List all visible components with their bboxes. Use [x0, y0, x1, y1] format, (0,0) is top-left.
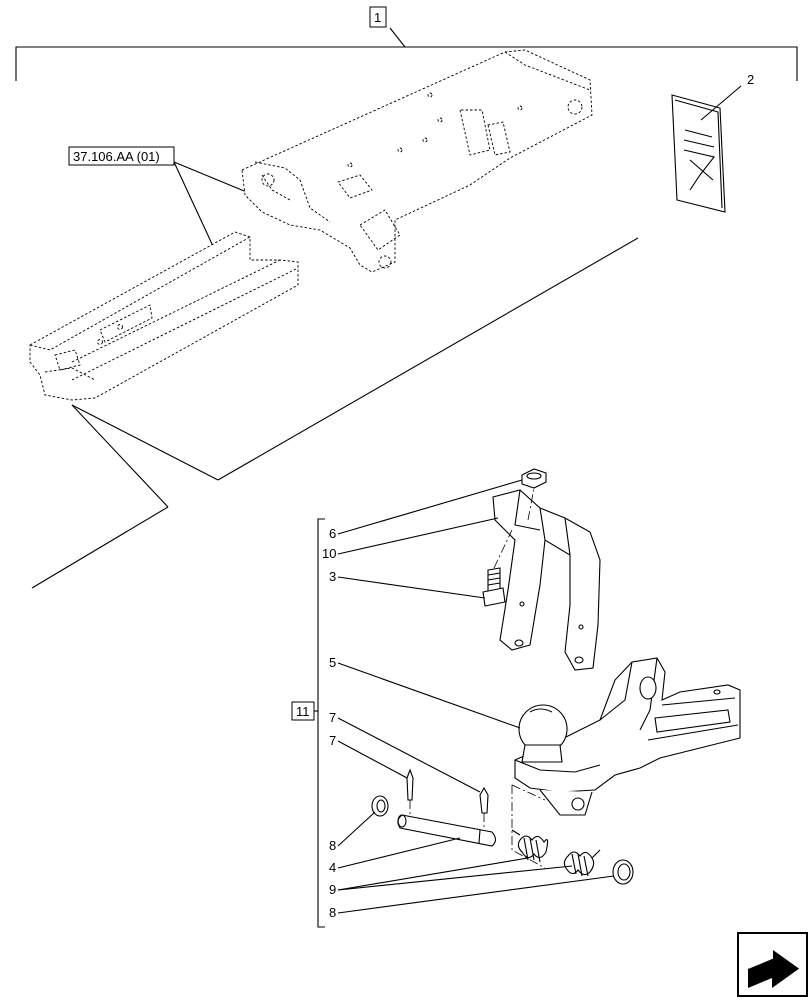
item-3-bolt: [482, 567, 506, 607]
next-page-arrow-icon[interactable]: [737, 932, 808, 997]
callout-8a-label: 8: [329, 838, 336, 853]
callout-7a-label: 7: [329, 710, 336, 725]
reference-callout[interactable]: 37.106.AA (01): [68, 146, 250, 245]
slide-rail-phantom: [29, 231, 299, 401]
callout-1: 1: [374, 10, 381, 25]
callout-11: 11: [296, 704, 310, 719]
item-9-springs: [511, 829, 601, 877]
item-8-washers: [371, 795, 634, 885]
callout-7b-label: 7: [329, 733, 336, 748]
item-6-nut: [521, 468, 547, 489]
assembly-11-bracket: 11: [291, 518, 325, 928]
callout-3: 3: [329, 569, 486, 599]
callout-box-1: [369, 6, 387, 28]
callout-4: 4: [329, 837, 461, 875]
callout-7a: 7: [329, 710, 481, 793]
item-7-split-pins: [406, 768, 489, 814]
callout-10: 10: [322, 517, 499, 561]
item-4-hitch-pin: [397, 814, 497, 847]
hitch-frame-phantom: [241, 49, 593, 273]
callout-7b: 7: [329, 733, 408, 779]
assembly-1-bracket: 1: [15, 6, 798, 81]
callout-3-label: 3: [329, 569, 336, 584]
callout-6: 6: [329, 479, 523, 541]
callout-8b-label: 8: [329, 905, 336, 920]
axis-hitch-pin: [511, 784, 546, 869]
item-2-booklet: 2: [671, 72, 754, 213]
axis-bolt-nut: [493, 529, 513, 569]
section-leaders: [31, 237, 639, 589]
callout-9: 9: [329, 857, 573, 897]
callout-5: 5: [329, 655, 521, 729]
callout-8b: 8: [329, 875, 615, 920]
callout-9-label: 9: [329, 882, 336, 897]
reference-label[interactable]: 37.106.AA (01): [73, 149, 160, 164]
callout-6-label: 6: [329, 526, 336, 541]
item-5-ball-hitch: [514, 657, 741, 816]
callout-5-label: 5: [329, 655, 336, 670]
callout-2: 2: [747, 72, 754, 87]
item-10-clevis-bracket: [492, 489, 601, 671]
callout-10-label: 10: [322, 546, 336, 561]
callout-8a: 8: [329, 811, 376, 853]
axis-nut: [527, 487, 535, 521]
callout-4-label: 4: [329, 860, 336, 875]
